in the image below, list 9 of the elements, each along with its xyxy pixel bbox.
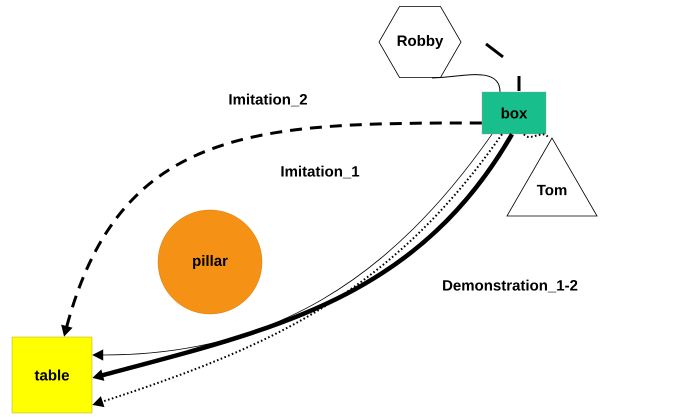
box-node: box xyxy=(482,92,546,134)
connector-line xyxy=(523,133,549,138)
edge-label: Demonstration_1-2 xyxy=(443,280,578,292)
circle-node: pillar xyxy=(158,210,262,314)
connector-line xyxy=(432,74,500,92)
edge-label: Imitation_2 xyxy=(229,94,307,106)
hexagon-node: Robby xyxy=(378,6,462,78)
square-node: table xyxy=(12,336,92,414)
edge-label: Imitation_1 xyxy=(281,166,360,178)
